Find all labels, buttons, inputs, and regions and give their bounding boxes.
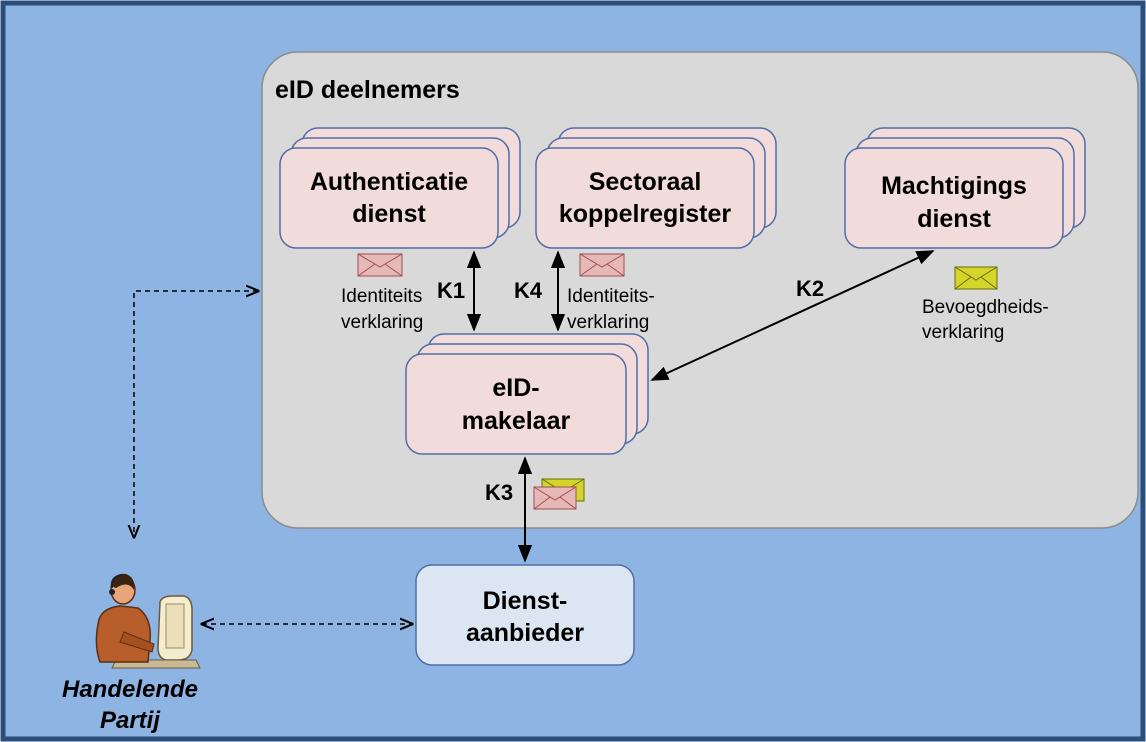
sector-register-label-line1: Sectoraal [589, 168, 702, 196]
identity-statement-b-line2: verklaring [567, 312, 649, 333]
sector-register-box [535, 147, 755, 249]
acting-party-label-line2: Partij [100, 707, 161, 734]
identity-statement-a-line1: Identiteits [341, 286, 422, 307]
authentication-service-label-line1: Authenticatie [310, 168, 468, 196]
identity-statement-a-line2: verklaring [341, 312, 423, 333]
person-at-computer-icon [95, 573, 201, 669]
authentication-service-label-line2: dienst [352, 200, 426, 228]
eid-broker-label-line1: eID- [492, 374, 539, 402]
identity-envelope-icon-a [357, 253, 403, 277]
sector-register-stack: Sectoraal koppelregister [535, 127, 777, 249]
authentication-service-box [279, 147, 499, 249]
service-provider-group: Dienst- aanbieder [415, 564, 635, 666]
authorization-service-label-line1: Machtigings [881, 172, 1027, 200]
sector-register-label-line2: koppelregister [559, 200, 732, 228]
actor-panel-dashed-arrow [134, 291, 258, 537]
k1-label: K1 [437, 278, 465, 303]
k3-label: K3 [485, 480, 513, 505]
acting-party-label-line1: Handelende [62, 676, 198, 703]
authorization-statement-line2: verklaring [922, 322, 1004, 343]
authorization-service-box [844, 147, 1064, 249]
panel-title: eID deelnemers [275, 76, 460, 104]
authorization-statement-line1: Bevoegdheids- [922, 297, 1049, 318]
eid-broker-label-line2: makelaar [462, 407, 571, 435]
k2-label: K2 [796, 276, 824, 301]
eid-broker-stack: eID- makelaar [405, 333, 649, 455]
authentication-service-stack: Authenticatie dienst [279, 127, 521, 249]
identity-statement-b-line1: Identiteits- [567, 286, 655, 307]
authorization-service-stack: Machtigings dienst [844, 127, 1086, 249]
authorization-service-label-line2: dienst [917, 205, 991, 233]
service-provider-label-line1: Dienst- [483, 587, 568, 615]
eid-broker-box [405, 353, 627, 455]
service-provider-box [415, 564, 635, 666]
service-provider-label-line2: aanbieder [466, 619, 584, 647]
identity-envelope-icon-b [579, 253, 625, 277]
k2-arrow [650, 250, 935, 381]
authorization-envelope-icon [954, 266, 998, 290]
k3-envelopes-icon [533, 478, 585, 510]
k4-label: K4 [514, 278, 543, 303]
